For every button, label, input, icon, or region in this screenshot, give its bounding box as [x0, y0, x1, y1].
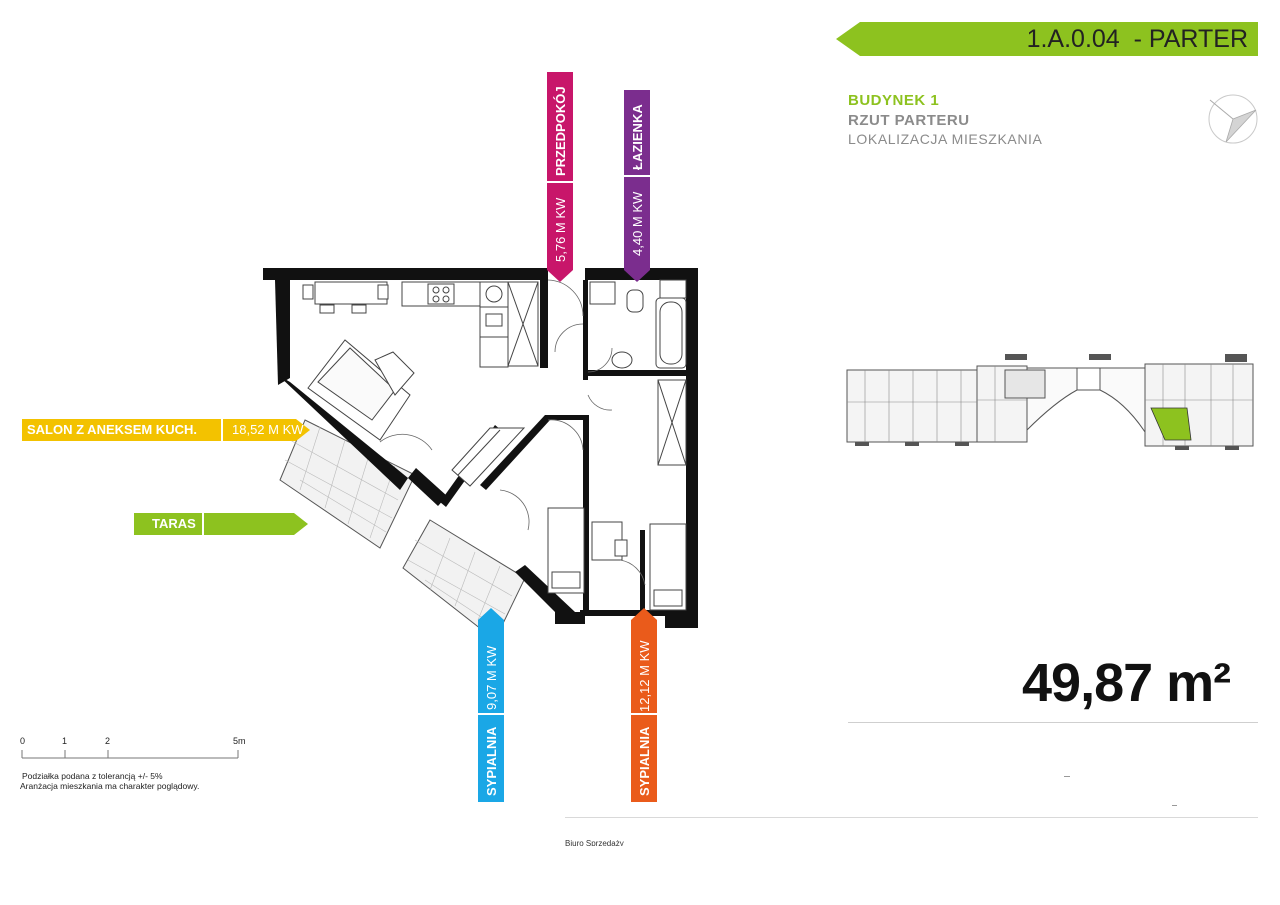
scale-tick-5m: 5m — [233, 736, 246, 746]
tag-salon: SALON Z ANEKSEM KUCH. 18,52 M KW — [22, 419, 312, 441]
total-area-value: 49,87 — [1022, 653, 1153, 713]
unit-banner: 1.A.0.04 - PARTER — [836, 22, 1258, 56]
compass-north-arrow-icon — [1208, 94, 1258, 144]
tag-sypialnia-2-label: SYPIALNIA — [637, 726, 652, 796]
scale-line — [21, 750, 239, 759]
arrangement-note: Aranżacja mieszkania ma charakter pogląd… — [20, 781, 200, 791]
divider — [565, 817, 1258, 818]
mark — [1064, 776, 1070, 777]
total-area: 49,87 m² — [1022, 652, 1231, 714]
terrace-tiles — [279, 419, 526, 640]
floor-label: - PARTER — [1133, 25, 1248, 53]
tag-przedpokoj-label: PRZEDPOKÓJ — [553, 86, 568, 176]
building-location: LOKALIZACJA MIESZKANIA — [848, 131, 1043, 147]
tag-sypialnia-2-area: 12,12 M KW — [637, 640, 652, 712]
tag-salon-area: 18,52 M KW — [232, 422, 304, 437]
apartment-floor-plan — [263, 268, 698, 640]
apartment-location-highlight — [1150, 407, 1192, 441]
tag-taras-arrow — [134, 513, 308, 535]
building-subtitle: RZUT PARTERU — [848, 112, 970, 129]
tag-salon-label: SALON Z ANEKSEM KUCH. — [27, 422, 197, 437]
scale-tick-1: 1 — [62, 736, 68, 746]
tolerance-note: Podziałka podana z tolerancją +/- 5% — [22, 771, 163, 781]
tag-sypialnia-2-arrow — [631, 608, 657, 802]
tag-salon-arrow — [22, 419, 310, 441]
scale-tick-0: 0 — [20, 736, 26, 746]
total-area-unit: m² — [1166, 653, 1231, 713]
tag-sypialnia-1-area: 9,07 M KW — [484, 645, 499, 710]
tag-lazienka-label: ŁAZIENKA — [630, 104, 645, 170]
tag-lazienka-area: 4,40 M KW — [630, 191, 645, 256]
tag-lazienka-arrow — [624, 90, 650, 282]
building-site-plan — [846, 354, 1254, 450]
banner-shape — [836, 22, 1258, 56]
tag-przedpokoj-arrow — [547, 72, 573, 282]
building-title: BUDYNEK 1 — [848, 92, 940, 109]
divider — [848, 722, 1258, 723]
tag-taras-label: TARAS — [152, 516, 196, 531]
footer-office-label: Biuro Sprzedaży — [565, 839, 624, 846]
tag-przedpokoj-area: 5,76 M KW — [553, 197, 568, 262]
scale-bar: 0 1 2 5m — [20, 736, 250, 766]
tag-sypialnia-1-arrow — [478, 608, 504, 802]
mark — [1172, 805, 1177, 806]
tag-taras: TARAS — [134, 513, 310, 535]
scale-tick-2: 2 — [105, 736, 111, 746]
tag-sypialnia-1-label: SYPIALNIA — [484, 726, 499, 796]
unit-title: 1.A.0.04 - PARTER — [836, 22, 1248, 56]
unit-code: 1.A.0.04 — [1026, 25, 1120, 53]
